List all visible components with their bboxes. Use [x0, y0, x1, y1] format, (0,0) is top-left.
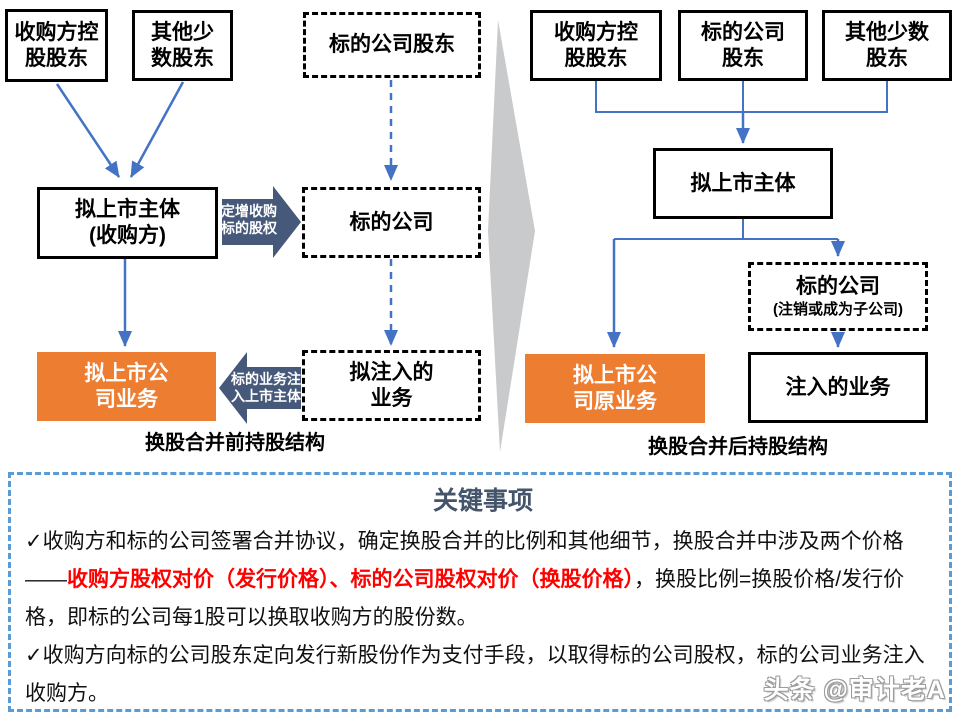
box-post-target-company: 标的公司 (注销或成为子公司) [748, 262, 928, 331]
key-points-title: 关键事项 [432, 487, 533, 515]
key-points-paragraph-2: ✓收购方向标的公司股东定向发行新股份作为支付手段，以取得标的公司股权，标的公司业… [25, 644, 925, 705]
caption-pre-merger-structure: 换股合并前持股结构 [145, 432, 325, 454]
watermark-toutiao-author: 头条 @审计老A [763, 676, 946, 704]
inject-business-arrow [219, 352, 301, 424]
key-points-p1-highlight: 收购方股权对价（发行价格）、标的公司股权对价（换股价格） [67, 568, 634, 591]
box-post-target-company-label: 标的公司 [796, 275, 880, 299]
key-points-p1-pre: ✓收购方和标的公司签署合并协议，确定换股合并的比例和其他细节，换股合并中涉及两个… [25, 530, 904, 591]
box-post-acquirer-controlling-shareholder: 收购方控 股股东 [530, 10, 662, 81]
key-points-paragraph-1: ✓收购方和标的公司签署合并协议，确定换股合并的比例和其他细节，换股合并中涉及两个… [25, 523, 941, 637]
connector-pre-minority-to-listco [129, 81, 185, 178]
box-pre-business-to-inject: 拟注入的 业务 [302, 350, 481, 421]
box-pre-listing-entity-acquirer: 拟上市主体 (收购方) [37, 187, 218, 259]
box-post-other-minority-shareholders: 其他少数 股东 [822, 10, 952, 81]
box-pre-listco-business: 拟上市公 司业务 [37, 352, 216, 421]
transform-chevron-icon [488, 20, 535, 452]
box-pre-other-minority-shareholders: 其他少 数股东 [132, 10, 233, 81]
connector-layer [55, 20, 888, 452]
label-inject-business-arrow: 标的业务注 入上市主体 [231, 371, 301, 404]
box-post-listco-original-business: 拟上市公 司原业务 [525, 354, 705, 423]
label-acquire-equity-arrow: 定增收购 标的股权 [221, 203, 277, 236]
box-post-injected-business: 注入的业务 [748, 352, 928, 423]
connector-pre-acquirer-to-listco [55, 83, 121, 178]
box-pre-target-company: 标的公司 [302, 187, 481, 258]
box-pre-acquirer-controlling-shareholder: 收购方控 股股东 [5, 9, 108, 82]
box-post-target-company-shareholders: 标的公司 股东 [678, 10, 808, 81]
key-points-p1-post: ，换股比例=换股价格/发行价格，即标的公司每1股可以换取收购方的股份数。 [25, 568, 905, 629]
connector-post-shareholders-elbow [595, 80, 888, 113]
box-pre-target-company-shareholders: 标的公司股东 [303, 12, 481, 78]
acquire-equity-arrow [222, 186, 301, 258]
box-post-listing-entity: 拟上市主体 [653, 148, 833, 219]
box-post-target-company-note: (注销或成为子公司) [773, 301, 903, 319]
caption-post-merger-structure: 换股合并后持股结构 [648, 436, 828, 458]
key-points-panel: 关键事项 ✓收购方和标的公司签署合并协议，确定换股合并的比例和其他细节，换股合并… [8, 472, 952, 712]
